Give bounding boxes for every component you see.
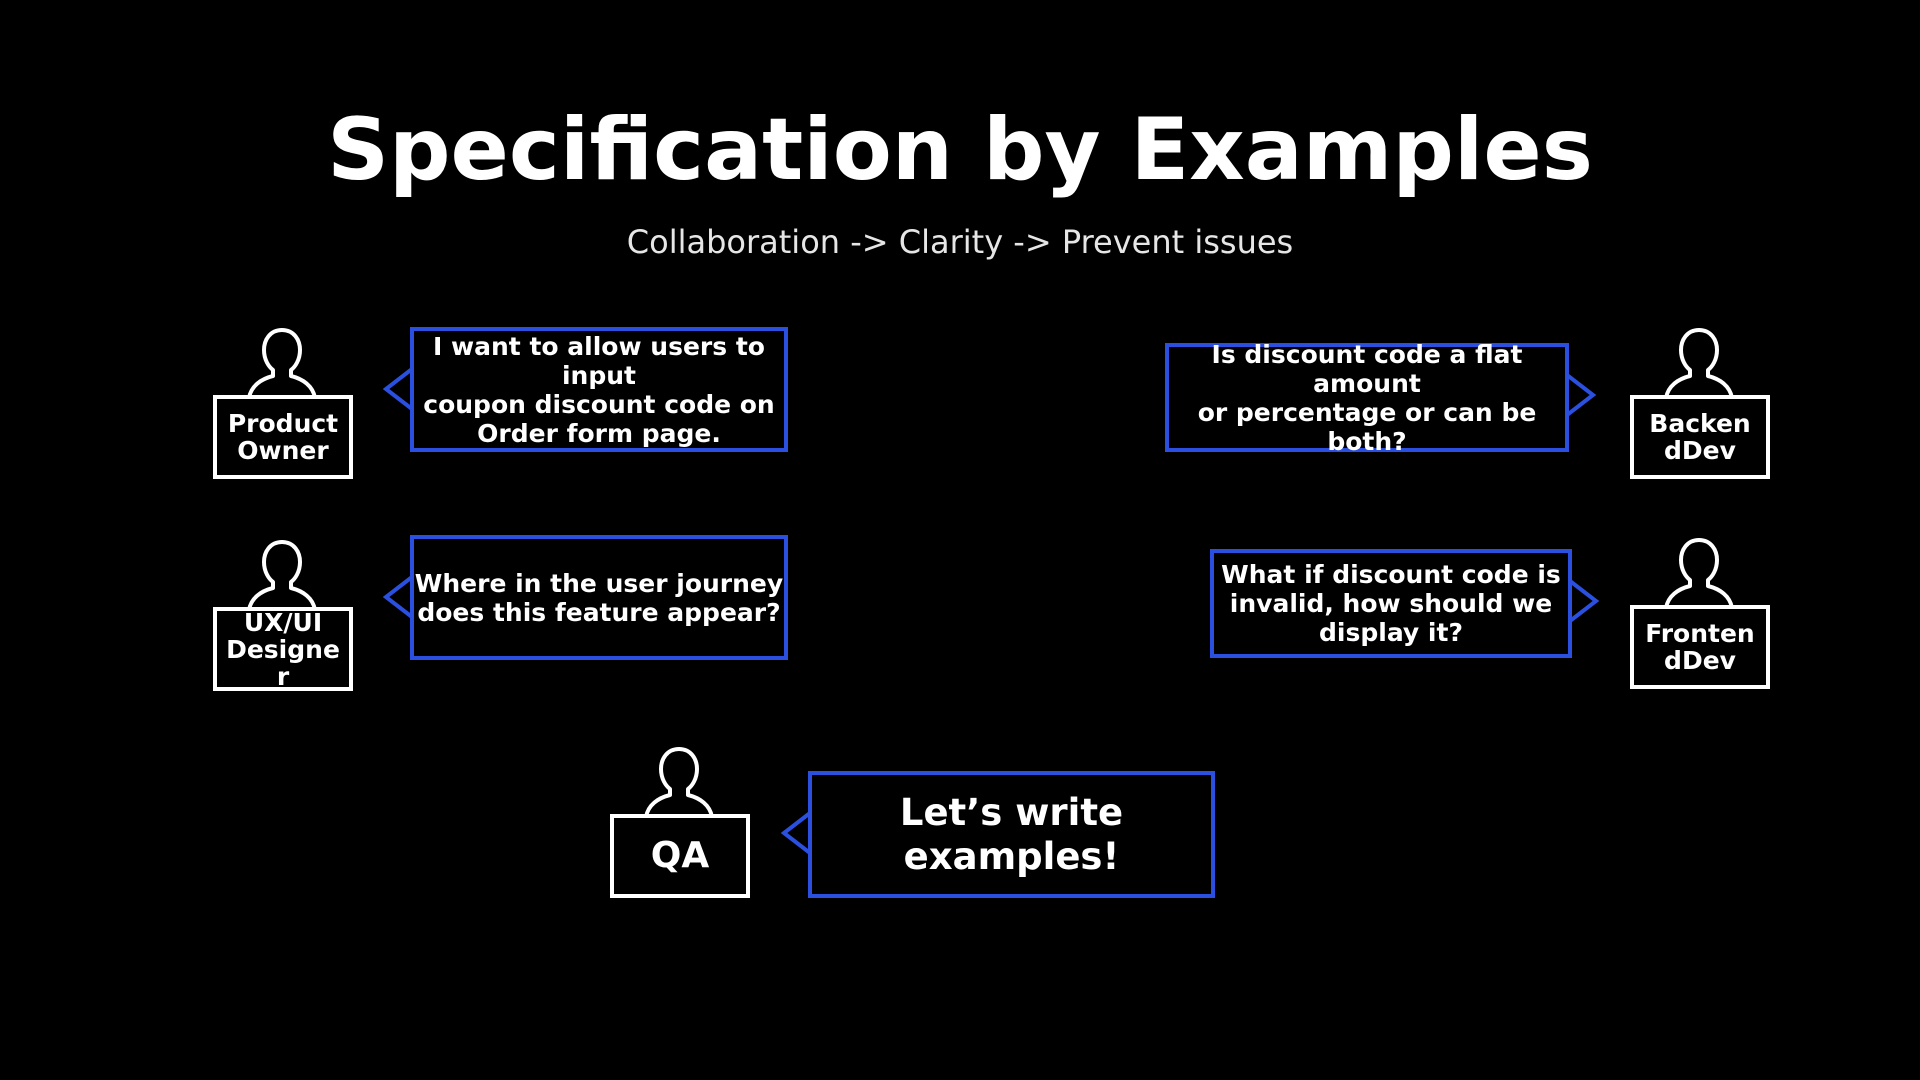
role-label-backend-dev: Backen dDev — [1649, 409, 1751, 465]
speech-box-ux-ui-designer: Where in the user journey does this feat… — [410, 535, 788, 660]
person-icon — [1664, 328, 1734, 400]
speech-box-product-owner: I want to allow users to input coupon di… — [410, 327, 788, 452]
bubble-tail — [1565, 373, 1597, 417]
person-icon — [644, 747, 714, 819]
role-label-frontend-dev: Fronten dDev — [1645, 619, 1755, 675]
speech-text-qa: Let’s write examples! — [899, 790, 1124, 878]
speech-box-backend-dev: Is discount code a flat amount or percen… — [1165, 340, 1569, 456]
role-badge-backend-dev: Backen dDev — [1630, 395, 1770, 479]
role-label-ux-ui-designer: UX/UI Designe r — [226, 607, 340, 691]
bubble-tail — [780, 811, 812, 855]
speech-box-frontend-dev: What if discount code is invalid, how sh… — [1210, 549, 1572, 658]
person-icon — [247, 328, 317, 400]
speech-text-product-owner: I want to allow users to input coupon di… — [423, 331, 775, 448]
speech-box-qa: Let’s write examples! — [808, 771, 1215, 898]
person-backend-dev: Backen dDev — [1630, 326, 1770, 479]
person-frontend-dev: Fronten dDev — [1630, 536, 1770, 689]
person-ux-ui-designer: UX/UI Designe r — [213, 538, 353, 691]
role-label-qa: QA — [650, 835, 710, 876]
bubble-tail — [1568, 579, 1600, 623]
speech-text-ux-ui-designer: Where in the user journey does this feat… — [414, 568, 784, 627]
bubble-tail — [382, 367, 414, 411]
person-qa: QA — [610, 745, 750, 898]
speech-text-frontend-dev: What if discount code is invalid, how sh… — [1221, 560, 1561, 647]
slide-title: Specification by Examples — [327, 100, 1593, 200]
person-product-owner: Product Owner — [213, 326, 353, 479]
role-badge-product-owner: Product Owner — [213, 395, 353, 479]
person-icon — [247, 540, 317, 612]
role-badge-frontend-dev: Fronten dDev — [1630, 605, 1770, 689]
bubble-tail — [382, 575, 414, 619]
slide-subtitle: Collaboration -> Clarity -> Prevent issu… — [626, 223, 1294, 261]
role-badge-qa: QA — [610, 814, 750, 898]
speech-text-backend-dev: Is discount code a flat amount or percen… — [1197, 339, 1537, 456]
person-icon — [1664, 538, 1734, 610]
role-label-product-owner: Product Owner — [227, 409, 339, 465]
role-badge-ux-ui-designer: UX/UI Designe r — [213, 607, 353, 691]
